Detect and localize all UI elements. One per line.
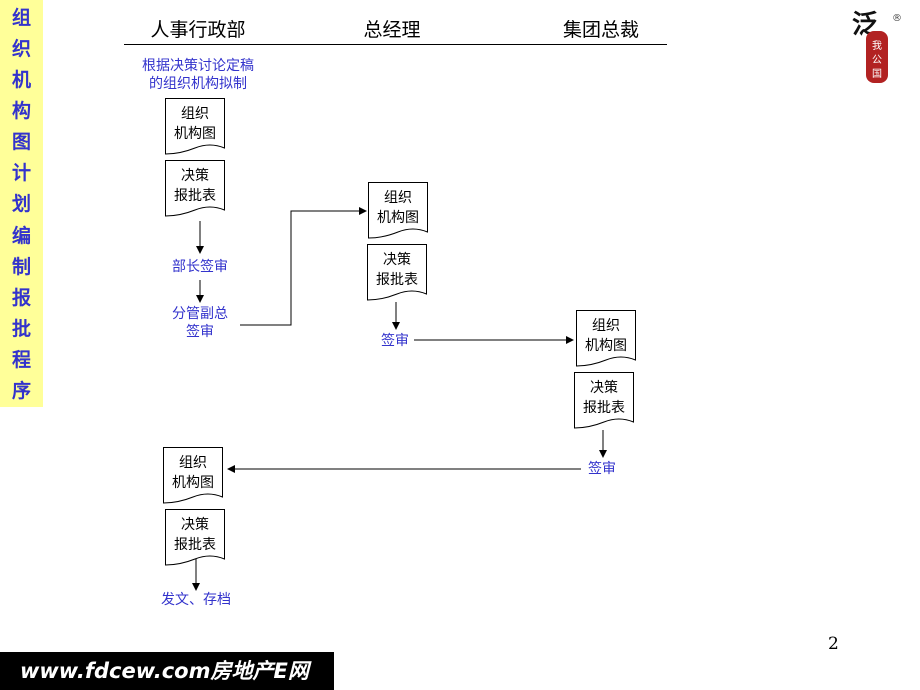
footer-link[interactable]: www.fdcew.com房地产E网 [20, 659, 309, 683]
title-char: 构 [11, 100, 31, 123]
president-sign-label: 签审 [588, 461, 616, 477]
title-char: 制 [11, 255, 31, 278]
title-char: 划 [11, 193, 31, 216]
president-approval-form-document: 决策报批表 [574, 372, 634, 430]
svg-text:我: 我 [872, 40, 882, 52]
title-char: 报 [11, 286, 31, 309]
vp-review-label: 分管副总 签审 [172, 306, 228, 340]
title-char: 织 [11, 38, 31, 61]
title-char: 组 [11, 7, 31, 29]
hr-approval-form-document: 决策报批表 [165, 160, 225, 218]
title-char: 序 [11, 379, 31, 402]
gm-approval-form-document: 决策报批表 [367, 244, 427, 302]
gm-org-chart-document: 组织机构图 [368, 182, 428, 240]
title-char: 图 [11, 131, 31, 154]
title-char: 机 [11, 69, 31, 92]
title-char: 批 [11, 317, 31, 340]
title-char: 计 [11, 162, 31, 185]
final-archive-label: 发文、存档 [161, 592, 231, 608]
logo-seal [866, 31, 888, 83]
final-org-chart-document: 组织机构图 [163, 447, 223, 505]
svg-text:公: 公 [872, 55, 882, 66]
dept-review-label: 部长签审 [172, 259, 228, 275]
arrow-to-gm-docs [240, 207, 367, 326]
header-divider [124, 44, 667, 45]
column-header-gm: 总经理 [363, 19, 421, 41]
president-org-chart-document: 组织机构图 [576, 310, 636, 368]
title-char: 编 [11, 224, 31, 247]
logo-registered-mark: ® [892, 13, 902, 24]
footer-banner[interactable]: www.fdcew.com房地产E网 [0, 652, 334, 690]
page-number: 2 [828, 634, 839, 654]
vertical-title-bar: 组 织 机 构 图 计 划 编 制 报 批 程 序 [0, 0, 43, 407]
hr-org-chart-document: 组织机构图 [165, 98, 225, 156]
title-char: 程 [11, 348, 31, 371]
column-header-hr: 人事行政部 [150, 19, 246, 41]
svg-text:国: 国 [872, 68, 882, 80]
company-logo: 泛 ® 我 公 国 [852, 10, 902, 83]
gm-sign-label: 签审 [381, 333, 409, 349]
hr-start-text: 根据决策讨论定稿 的组织机构拟制 [142, 58, 254, 92]
final-approval-form-document: 决策报批表 [165, 509, 225, 567]
column-header-president: 集团总裁 [562, 19, 639, 41]
